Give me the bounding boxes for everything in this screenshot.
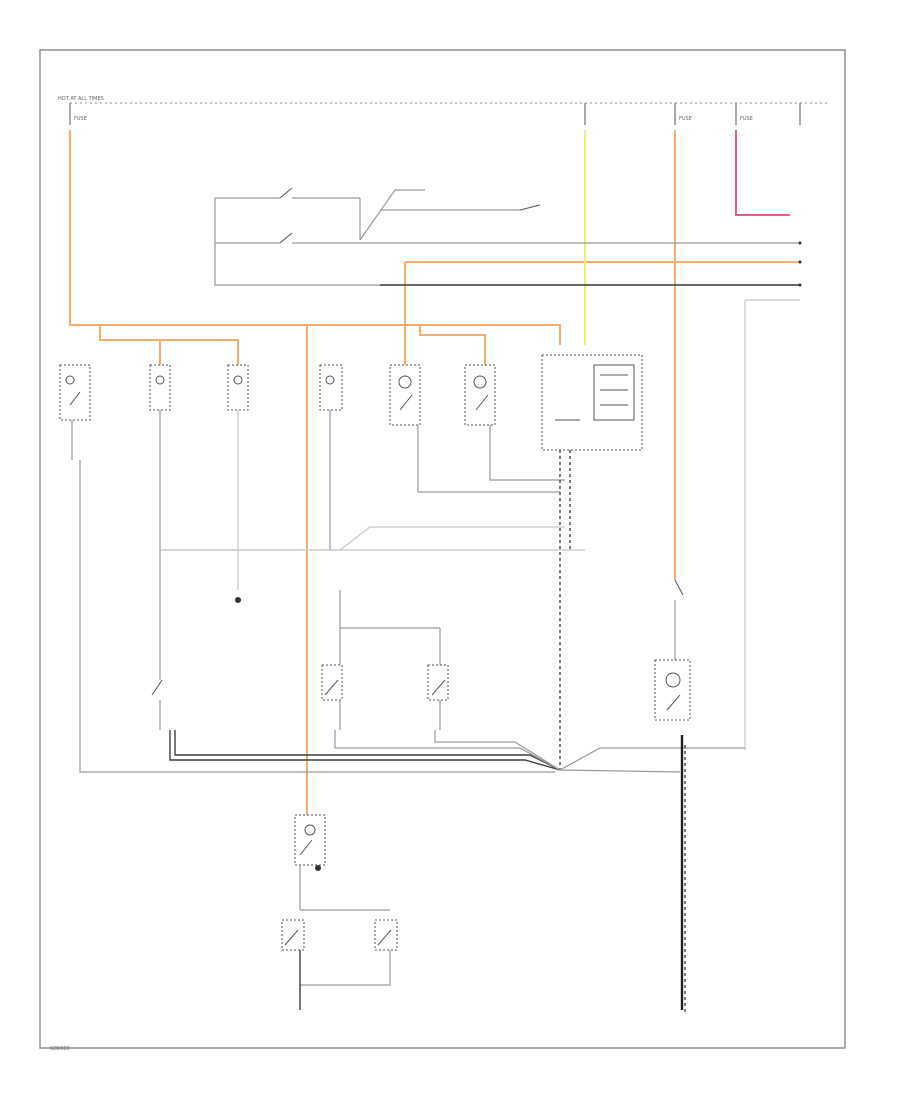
switch-icon xyxy=(431,679,446,696)
lamp-unit-1 xyxy=(59,364,91,460)
lamp-unit-3 xyxy=(227,364,249,590)
switch-icon xyxy=(284,929,299,946)
orange-branch-lamp2 xyxy=(99,325,161,365)
switch-icon xyxy=(151,679,163,696)
lamp-unit-2 xyxy=(149,364,171,550)
fuse-left-label: FUSE xyxy=(74,116,87,122)
switch-icon xyxy=(674,579,684,596)
switch-icon xyxy=(69,391,81,406)
orange-branch-lamp3 xyxy=(130,339,239,365)
orange-branch-lamp6 xyxy=(419,325,486,365)
lamp-icon xyxy=(233,375,243,385)
orange-feed-left xyxy=(69,130,561,345)
fuse-right-label: FUSE xyxy=(740,116,753,122)
lamp-icon xyxy=(325,375,335,385)
lamp-icon xyxy=(473,375,487,389)
diagram-code: G00000 xyxy=(50,1046,70,1052)
top-power-bus: HOT AT ALL TIMES FUSE FUSE FUSE xyxy=(58,96,830,125)
lamp-unit-6 xyxy=(464,364,565,481)
control-module xyxy=(541,354,643,451)
switch-icon xyxy=(324,679,339,696)
lamp-row xyxy=(59,354,643,590)
diagram-frame xyxy=(39,49,846,1049)
lamp-unit-5 xyxy=(389,364,560,493)
lamp-icon xyxy=(155,375,165,385)
lamp-icon xyxy=(65,375,75,385)
fuse-mid-right-label: FUSE xyxy=(679,116,692,122)
lamp-unit-4 xyxy=(319,364,343,550)
top-bus-label: HOT AT ALL TIMES xyxy=(58,96,104,102)
switch-icon xyxy=(377,929,392,946)
ground-bus xyxy=(79,460,745,1015)
right-switch-lamp xyxy=(654,579,691,721)
lamp-icon xyxy=(304,824,316,836)
pink-feed xyxy=(735,130,790,216)
upper-switch-block xyxy=(214,187,802,750)
lower-center-switches xyxy=(281,814,398,1010)
lamp-icon xyxy=(398,375,412,389)
middle-wiring xyxy=(160,450,585,770)
orange-feed-wires xyxy=(69,130,800,815)
lower-left-switches xyxy=(151,550,449,730)
lamp-icon xyxy=(665,672,681,688)
